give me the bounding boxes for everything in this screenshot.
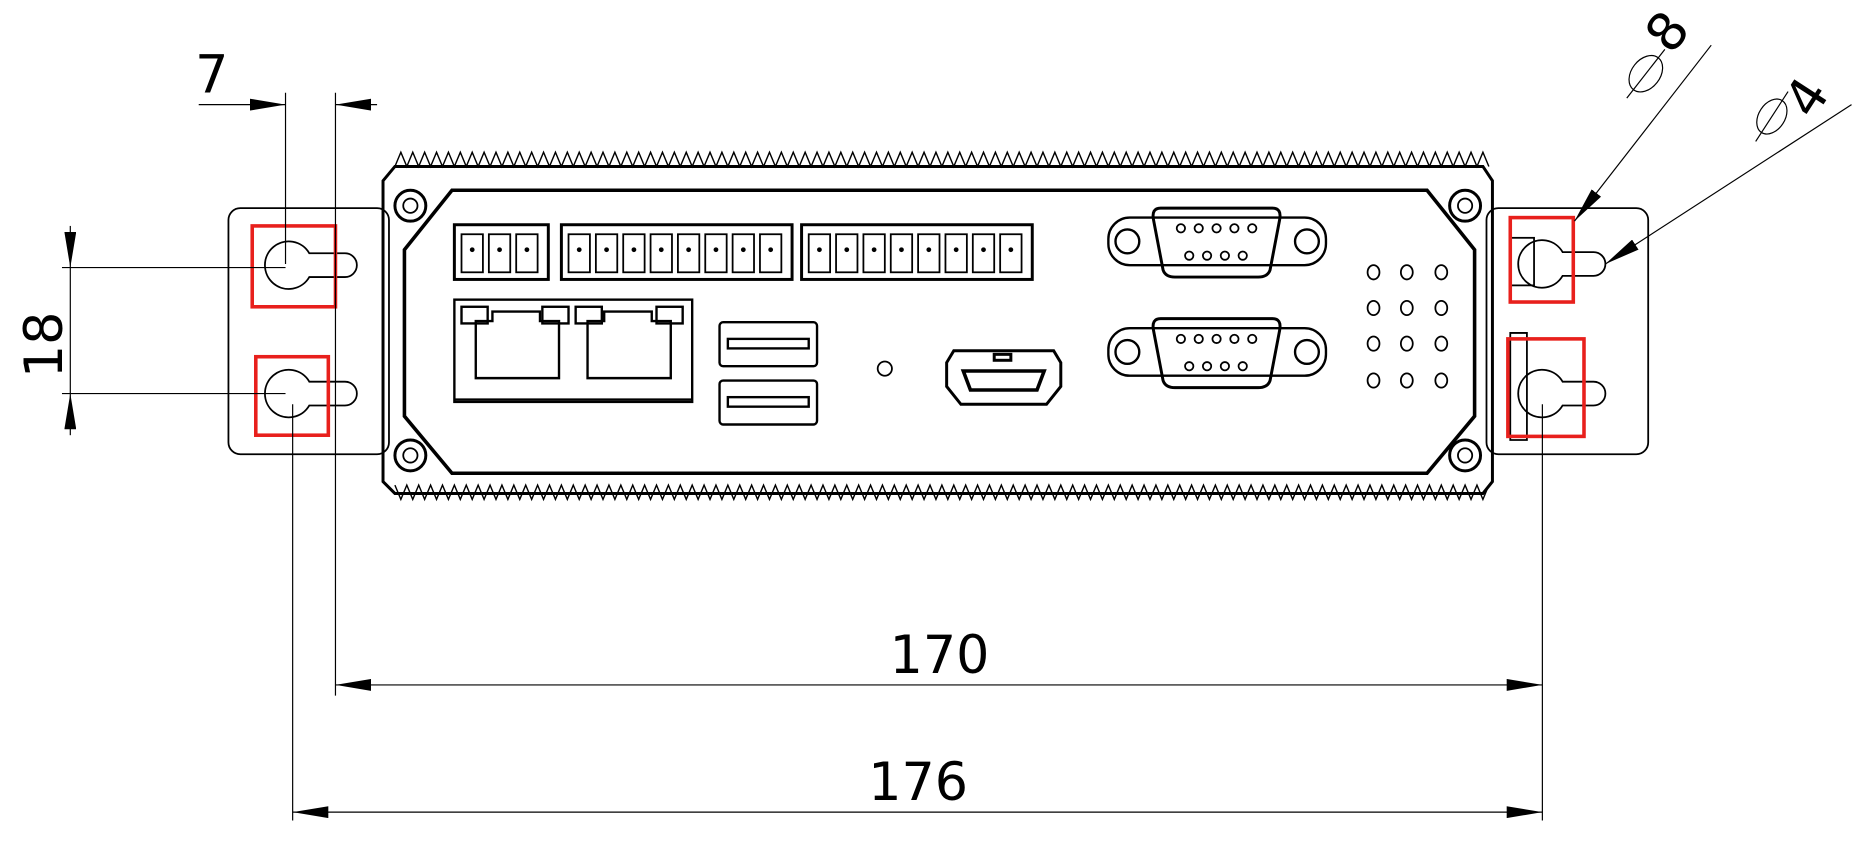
diameter-symbol-icon xyxy=(1755,91,1789,142)
indicator-led xyxy=(1366,264,1381,281)
dimension-diameter-4: 4 xyxy=(1605,67,1852,265)
terminal-pin xyxy=(899,247,904,253)
terminal-pin xyxy=(953,247,959,253)
screw-icon xyxy=(1448,188,1483,223)
panel-screws xyxy=(393,188,1483,473)
indicator-led xyxy=(1366,372,1381,389)
dimension-label-diameter-8: 8 xyxy=(1633,0,1702,64)
front-panel xyxy=(402,188,1477,476)
indicator-led xyxy=(1399,299,1414,316)
terminal-block xyxy=(559,223,794,281)
terminal-pin xyxy=(497,247,502,253)
db9-ports xyxy=(1107,206,1328,390)
terminal-block xyxy=(452,223,550,281)
db9-port xyxy=(1107,317,1328,390)
terminal-pin xyxy=(926,247,932,253)
mounting-hole-highlights xyxy=(250,215,1586,439)
dimension-diameter-8: 8 xyxy=(1574,0,1712,222)
rj45-ports xyxy=(453,298,694,404)
dimension-hole-spacing: 18 xyxy=(14,225,286,436)
dimension-label-176: 176 xyxy=(868,752,968,813)
indicator-led xyxy=(1366,335,1381,352)
diameter-symbol-icon xyxy=(1626,48,1666,99)
terminal-pin xyxy=(844,247,850,253)
terminal-pin xyxy=(817,247,822,253)
screw-icon xyxy=(1448,438,1483,473)
terminal-pin xyxy=(686,247,691,253)
indicator-led xyxy=(1366,299,1381,316)
terminal-pin xyxy=(1008,247,1014,253)
indicator-led xyxy=(1399,372,1414,389)
screw-icon xyxy=(393,188,428,223)
indicator-led xyxy=(1434,299,1449,316)
dimension-label-170: 170 xyxy=(890,625,990,686)
left-mounting-flange xyxy=(227,207,390,456)
indicator-led xyxy=(1399,335,1414,352)
screw-icon xyxy=(393,438,428,473)
terminal-pin xyxy=(576,247,582,253)
hdmi-port xyxy=(945,349,1063,406)
dimension-label-18: 18 xyxy=(14,312,75,379)
dimension-outer-span: 176 xyxy=(292,404,1543,821)
led-indicator-grid xyxy=(1366,264,1449,389)
terminal-pin xyxy=(469,247,475,253)
terminal-pin xyxy=(871,247,877,253)
terminal-pin xyxy=(524,247,530,253)
dimension-label-diameter-4: 4 xyxy=(1772,67,1841,128)
indicator-led xyxy=(1399,264,1414,281)
terminal-pin xyxy=(658,247,664,253)
terminal-block xyxy=(800,223,1034,281)
heatsink-fins-top xyxy=(394,150,1490,169)
dimension-label-7: 7 xyxy=(195,45,228,106)
dimension-inner-span: 170 xyxy=(335,404,1543,821)
terminal-pin xyxy=(768,247,774,253)
indicator-led xyxy=(1434,264,1449,281)
status-led xyxy=(876,360,893,377)
dimension-slot-width: 7 xyxy=(195,45,378,696)
right-mounting-flange xyxy=(1485,207,1650,456)
db9-port xyxy=(1107,206,1328,279)
terminal-pin xyxy=(981,247,986,253)
terminal-pin xyxy=(713,247,719,253)
keyhole-right-top xyxy=(1509,236,1607,289)
device-body xyxy=(381,150,1494,502)
keyhole-left-bottom xyxy=(264,368,358,419)
terminal-pin xyxy=(740,247,746,253)
keyhole-right-bottom xyxy=(1509,332,1607,441)
usb-ports xyxy=(718,321,819,426)
terminal-pin xyxy=(604,247,609,253)
terminal-pin xyxy=(631,247,637,253)
indicator-led xyxy=(1434,372,1449,389)
indicator-led xyxy=(1434,335,1449,352)
keyhole-left-top xyxy=(264,240,358,290)
terminal-blocks xyxy=(452,223,1034,281)
